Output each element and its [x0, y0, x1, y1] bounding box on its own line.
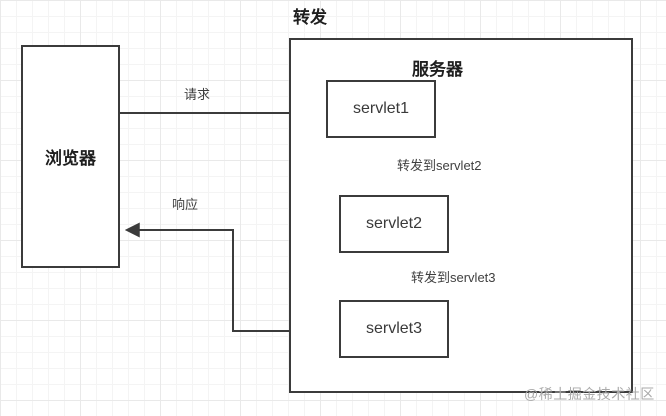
- servlet1-node-label: servlet1: [352, 100, 410, 117]
- browser-node: 浏览器: [21, 45, 120, 268]
- servlet2-node: servlet2: [339, 195, 449, 253]
- diagram-title: 转发: [293, 8, 327, 27]
- browser-node-label: 浏览器: [45, 149, 96, 168]
- servlet1-node: servlet1: [326, 80, 436, 138]
- server-container-label: 服务器: [412, 60, 463, 79]
- forward-to-servlet3-edge-label: 转发到servlet3: [411, 270, 496, 285]
- forward-to-servlet2-edge-label: 转发到servlet2: [397, 158, 482, 173]
- request-edge-label: 请求: [184, 87, 211, 102]
- watermark: @稀土掘金技术社区: [524, 386, 655, 402]
- servlet2-node-label: servlet2: [365, 215, 423, 232]
- response-edge-label: 响应: [172, 197, 199, 212]
- servlet3-node-label: servlet3: [365, 320, 423, 337]
- servlet3-node: servlet3: [339, 300, 449, 358]
